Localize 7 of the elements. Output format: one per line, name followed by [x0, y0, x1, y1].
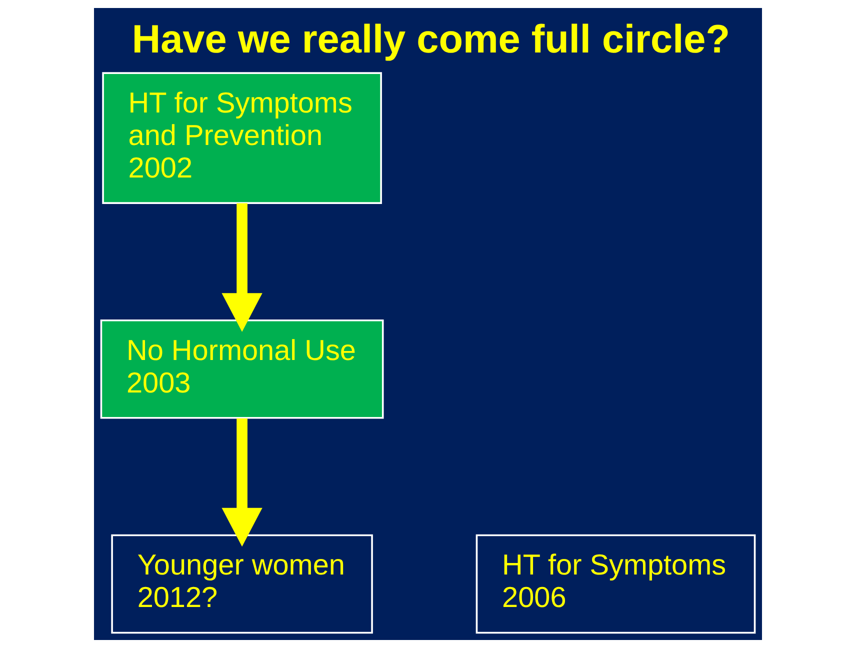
- diagram-title: Have we really come full circle?: [131, 17, 730, 62]
- node-box: No Hormonal Use 2003: [100, 319, 384, 419]
- node-box: HT for Symptoms 2006: [475, 534, 756, 634]
- arrow: [221, 418, 262, 547]
- node-box: HT for Symptoms and Prevention 2002: [102, 72, 382, 204]
- node-box: Younger women 2012?: [110, 534, 372, 634]
- arrow: [221, 203, 262, 332]
